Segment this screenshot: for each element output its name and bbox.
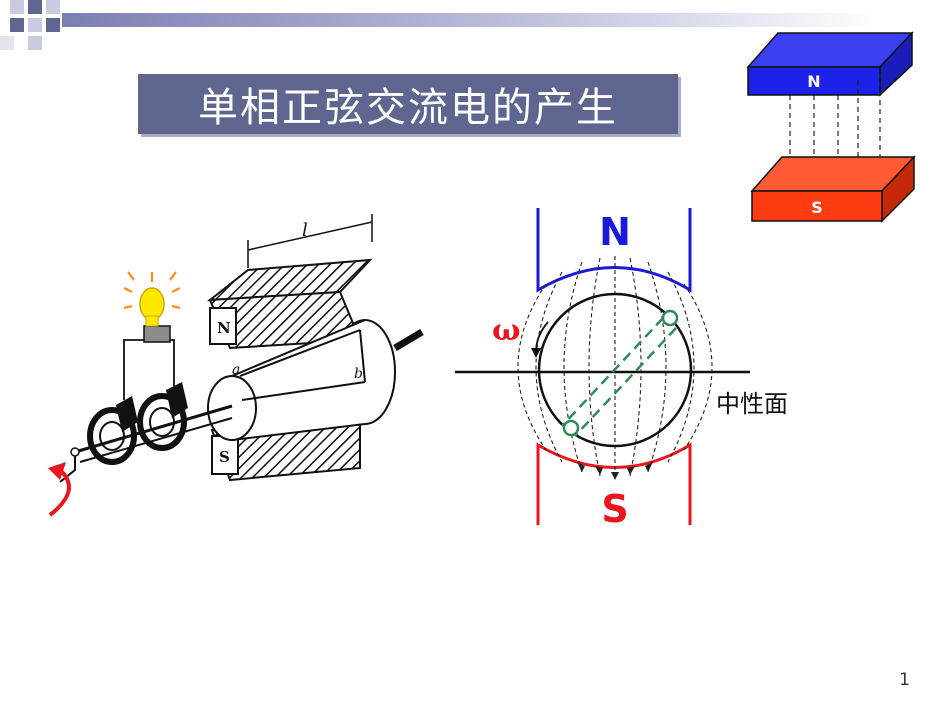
decor-gradient-bar: [62, 13, 882, 27]
south-label: S: [811, 198, 823, 217]
decor-square: [46, 18, 60, 32]
decor-square: [0, 36, 14, 50]
omega-label: ω: [492, 313, 521, 348]
magnetic-field-lines: [517, 256, 713, 478]
coil-side-bottom: [562, 419, 580, 437]
slide-title: 单相正弦交流电的产生: [198, 85, 618, 131]
north-pole-label: N: [599, 210, 631, 254]
decor-square: [28, 0, 42, 14]
coil-side-top: [661, 309, 679, 327]
generator-machine-drawing: l N S a b: [48, 214, 424, 517]
pole-s-label: S: [219, 448, 230, 466]
rotation-arrow-icon: [48, 468, 71, 517]
south-pole-label: S: [601, 487, 628, 531]
north-block-front: [747, 66, 881, 96]
decor-square: [10, 18, 24, 32]
slip-rings: [87, 393, 187, 465]
page-number: 1: [899, 670, 910, 690]
decor-square: [28, 18, 42, 32]
armature-cylinder-front: [207, 375, 257, 441]
decor-square: [10, 0, 24, 14]
neutral-plane-label: 中性面: [716, 390, 788, 418]
pole-n-label: N: [217, 319, 231, 337]
south-block-front: [751, 190, 883, 222]
north-label: N: [807, 72, 820, 91]
field-cross-section-diagram: N S ω 中性面: [455, 208, 788, 531]
north-pole-shoe: [536, 208, 692, 293]
slide-title-box: 单相正弦交流电的产生: [138, 74, 678, 134]
field-arrowheads: [577, 462, 653, 480]
coil-loop: [239, 329, 366, 401]
rotation-arrowhead: [48, 462, 66, 480]
length-label: l: [302, 220, 308, 241]
conductor-b-label: b: [354, 366, 363, 382]
bar-magnet-diagram: N S: [746, 31, 916, 223]
decor-square: [28, 36, 42, 50]
lamp-socket: [143, 325, 171, 343]
brush-right: [166, 382, 188, 418]
length-dimension: [247, 214, 373, 268]
top-decoration: [0, 0, 882, 50]
armature-shaft: [393, 328, 424, 352]
omega-arrowhead: [531, 348, 541, 358]
upper-pole-top: [206, 258, 373, 302]
coil-conductors: [561, 317, 677, 437]
armature-cylinder-body: [232, 320, 365, 440]
rotor-circle: [537, 292, 693, 448]
conductor-a-label: a: [232, 362, 240, 378]
bulb-rays: [123, 271, 181, 309]
pole-n-face: [209, 307, 237, 345]
decor-square: [46, 0, 60, 14]
light-bulb-icon: [139, 287, 165, 321]
brush-left: [116, 396, 138, 432]
